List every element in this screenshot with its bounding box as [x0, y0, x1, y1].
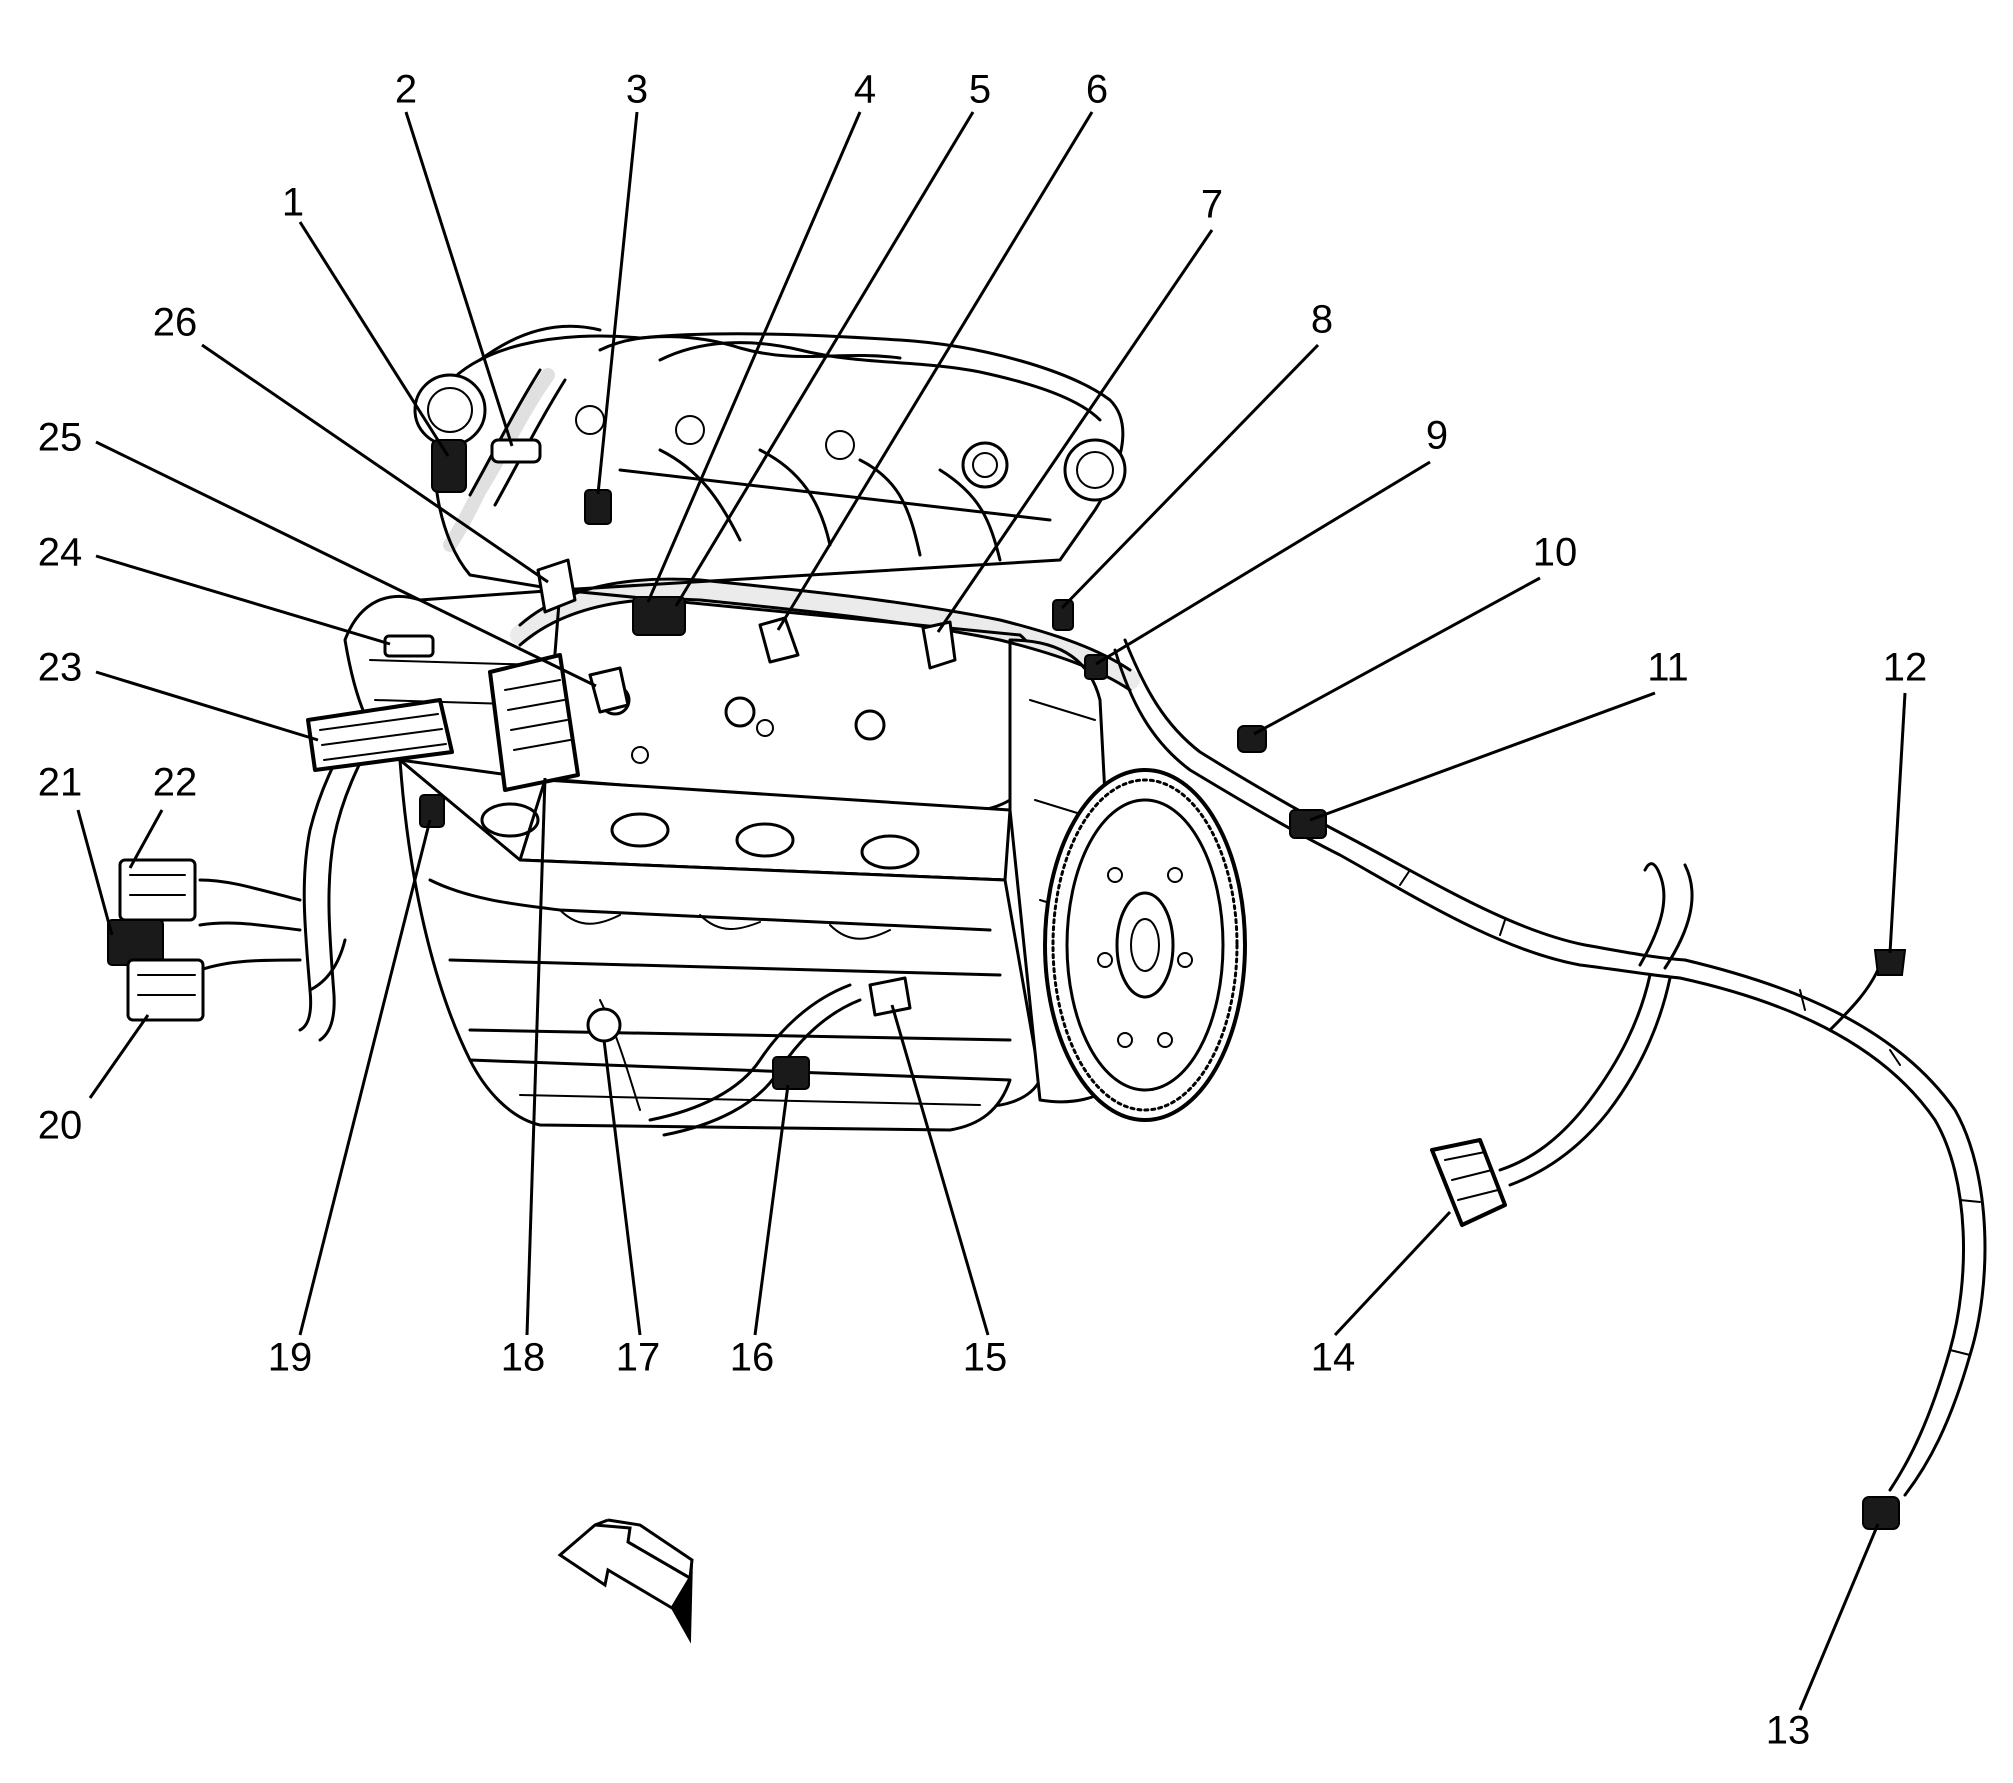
callout-18: 18: [501, 1336, 546, 1380]
view-direction-arrow-icon: [557, 1518, 694, 1644]
callout-15: 15: [963, 1336, 1008, 1380]
connector-4: [632, 596, 686, 636]
callout-12: 12: [1883, 646, 1928, 690]
leader-7: [936, 229, 1214, 633]
leader-14: [1333, 1210, 1452, 1337]
leader-24: [95, 554, 391, 646]
callout-14: 14: [1311, 1336, 1356, 1380]
callout-9: 9: [1426, 414, 1448, 458]
leader-11: [1309, 691, 1656, 822]
connector-7: [921, 620, 957, 670]
flywheel: [1043, 768, 1247, 1122]
callout-8: 8: [1311, 298, 1333, 342]
leader-5: [674, 111, 975, 607]
leader-6: [776, 111, 1094, 631]
callout-6: 6: [1086, 68, 1108, 112]
leader-13: [1798, 1523, 1880, 1711]
callout-26: 26: [153, 301, 198, 345]
callout-17: 17: [616, 1336, 661, 1380]
engine-illustration: [343, 324, 1247, 1132]
leader-18: [525, 777, 547, 1336]
callout-25: 25: [38, 416, 83, 460]
leader-16: [753, 1084, 790, 1336]
callout-leaders: [76, 111, 1907, 1711]
connector-1: [431, 439, 467, 493]
leader-21: [76, 809, 114, 936]
leader-4: [646, 111, 862, 603]
callout-4: 4: [854, 68, 876, 112]
connector-8: [1052, 599, 1074, 631]
connector-3: [584, 489, 612, 525]
connector-12: [1873, 949, 1907, 976]
connector-11: [1289, 809, 1327, 839]
leader-3: [596, 111, 639, 495]
leader-1: [298, 221, 450, 457]
callout-24: 24: [38, 531, 83, 575]
callout-21: 21: [38, 761, 83, 805]
callout-23: 23: [38, 646, 83, 690]
leader-25: [95, 440, 597, 688]
leader-15: [890, 1004, 990, 1336]
harness-components: [107, 438, 1907, 1530]
connector-13: [1862, 1496, 1900, 1530]
connector-2: [490, 438, 542, 464]
leader-2: [404, 111, 514, 447]
leader-9: [1095, 460, 1431, 666]
module-18: [488, 653, 580, 792]
connector-19: [419, 794, 445, 828]
callout-2: 2: [395, 68, 417, 112]
callout-20: 20: [38, 1104, 83, 1148]
leader-12: [1888, 692, 1907, 954]
leader-19: [298, 819, 432, 1336]
callout-10: 10: [1533, 531, 1578, 575]
component-17: [586, 1007, 622, 1043]
callout-5: 5: [969, 68, 991, 112]
leader-23: [95, 670, 319, 742]
connector-16: [772, 1056, 810, 1090]
callout-7: 7: [1201, 183, 1223, 227]
leader-10: [1253, 576, 1541, 736]
callout-16: 16: [730, 1336, 775, 1380]
callout-19: 19: [268, 1336, 313, 1380]
connector-25: [588, 666, 630, 714]
callout-11: 11: [1647, 646, 1689, 690]
callout-13: 13: [1766, 1709, 1811, 1753]
callout-numbers: 1 2 3 4 5 6 7 8 9 10 11 12 13 14 15 16 1…: [38, 68, 1928, 1753]
callout-3: 3: [626, 68, 648, 112]
connector-15: [868, 976, 912, 1017]
callout-1: 1: [282, 181, 304, 225]
connector-24: [383, 634, 435, 658]
connector-cluster-20-22: [107, 858, 205, 1022]
leader-26: [201, 343, 549, 584]
connector-26: [536, 558, 577, 614]
connector-14: [1430, 1138, 1507, 1227]
leader-22: [128, 809, 164, 869]
leader-8: [1060, 343, 1320, 610]
leader-17: [602, 1039, 642, 1336]
callout-22: 22: [153, 761, 198, 805]
connector-6: [758, 616, 800, 664]
leader-20: [88, 1014, 150, 1099]
